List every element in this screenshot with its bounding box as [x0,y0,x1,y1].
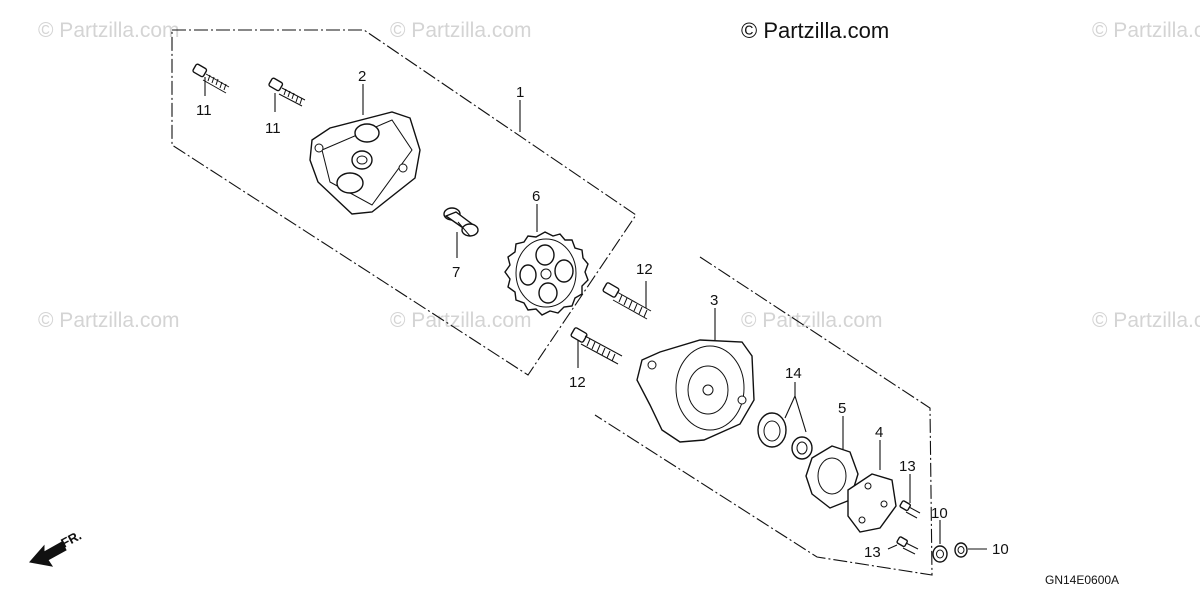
screw-13-upper [899,500,921,519]
watermark: © Partzilla.com [1092,19,1200,42]
screw-13-lower [896,536,919,555]
watermark: © Partzilla.com [38,309,180,332]
callout-12[interactable]: 12 [636,261,653,278]
shaft-part-7 [443,207,479,237]
callout-2[interactable]: 2 [358,68,366,85]
rotor-part-14 [757,412,813,460]
plate-part-4 [847,473,897,533]
watermark: © Partzilla.com [38,19,180,42]
callout-12[interactable]: 12 [569,374,586,391]
callout-6[interactable]: 6 [532,188,540,205]
watermark: © Partzilla.com [390,19,532,42]
assembly-outline-lower [594,256,933,576]
callout-10[interactable]: 10 [992,541,1009,558]
washer-10-left [932,545,948,563]
bolt-11-right [268,77,306,107]
callout-3[interactable]: 3 [710,292,718,309]
callout-4[interactable]: 4 [875,424,883,441]
pump-body-part-3 [636,339,755,443]
front-direction-arrow-icon: FR. [29,528,84,567]
bolt-12-upper [602,282,652,320]
leader-lines [204,77,987,550]
assembly-outline-upper [171,29,637,376]
bolt-12-lower [570,327,623,365]
callout-1[interactable]: 1 [516,84,524,101]
copyright-notice: © Partzilla.com [741,18,889,43]
watermark: © Partzilla.com [390,309,532,332]
gasket-part-5 [805,445,859,509]
callout-10[interactable]: 10 [931,505,948,522]
callout-13[interactable]: 13 [899,458,916,475]
diagram-code: GN14E0600A [1045,573,1119,587]
callout-14[interactable]: 14 [785,365,802,382]
gear-part-6 [504,231,589,316]
callout-5[interactable]: 5 [838,400,846,417]
callout-13[interactable]: 13 [864,544,881,561]
watermark: © Partzilla.com [741,309,883,332]
pump-cover-part-2 [309,111,421,215]
callout-11[interactable]: 11 [265,120,281,137]
bolt-11-left [192,63,230,94]
callout-11[interactable]: 11 [196,102,212,119]
callout-7[interactable]: 7 [452,264,460,281]
watermark: © Partzilla.com [1092,309,1200,332]
washer-10-right [954,542,968,558]
